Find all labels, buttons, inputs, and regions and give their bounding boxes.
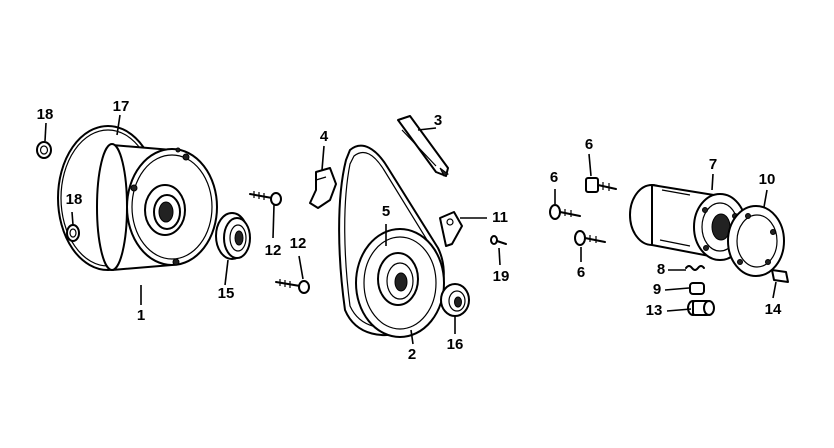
callout-18-inner: 18 (66, 191, 83, 208)
part-18-grommet-inner (66, 224, 80, 242)
part-6-bolt-middle (549, 204, 581, 220)
part-15-oil-seal (215, 212, 251, 260)
part-1-drum-housing (96, 143, 218, 271)
callout-19: 19 (493, 268, 510, 285)
part-3-chain-guide (397, 115, 449, 177)
part-10-plate (727, 205, 785, 277)
part-6-bolt-top (585, 177, 617, 193)
part-19-screw (490, 235, 507, 245)
callout-6-middle: 6 (550, 169, 558, 186)
callout-6-lower: 6 (577, 264, 585, 281)
callout-7: 7 (709, 156, 717, 173)
callout-9: 9 (653, 281, 661, 298)
callout-1: 1 (137, 307, 145, 324)
callout-12-lower: 12 (290, 235, 307, 252)
part-13-roller (687, 300, 715, 316)
callout-14: 14 (765, 301, 782, 318)
part-18-grommet-top (36, 141, 52, 159)
callout-8: 8 (657, 261, 665, 278)
part-8-spring (685, 265, 705, 271)
callout-5: 5 (382, 203, 390, 220)
callout-10: 10 (759, 171, 776, 188)
part-5-sprocket (355, 228, 445, 338)
callout-4: 4 (320, 128, 329, 145)
callout-2: 2 (408, 346, 416, 363)
part-16-collar (440, 283, 470, 317)
part-9-pin (689, 282, 705, 295)
callout-15: 15 (218, 285, 235, 302)
part-4-bracket (309, 167, 337, 209)
callout-18-top: 18 (37, 106, 54, 123)
callout-6-top: 6 (585, 136, 593, 153)
callout-16: 16 (447, 336, 464, 353)
part-12-bolt-lower (275, 279, 310, 294)
part-6-bolt-lower (574, 230, 606, 246)
leader-lines (44, 114, 777, 345)
callout-17: 17 (113, 98, 130, 115)
part-12-bolt-upper (249, 191, 282, 206)
callout-numbers: 17 18 18 1 15 12 12 4 3 5 2 11 16 19 6 6… (37, 98, 782, 363)
part-14-pin (771, 269, 789, 283)
callout-11: 11 (492, 209, 508, 226)
callout-12-upper: 12 (265, 242, 282, 259)
part-11-tab-plate (439, 211, 463, 247)
callout-3: 3 (434, 112, 442, 129)
callout-13: 13 (646, 302, 663, 319)
